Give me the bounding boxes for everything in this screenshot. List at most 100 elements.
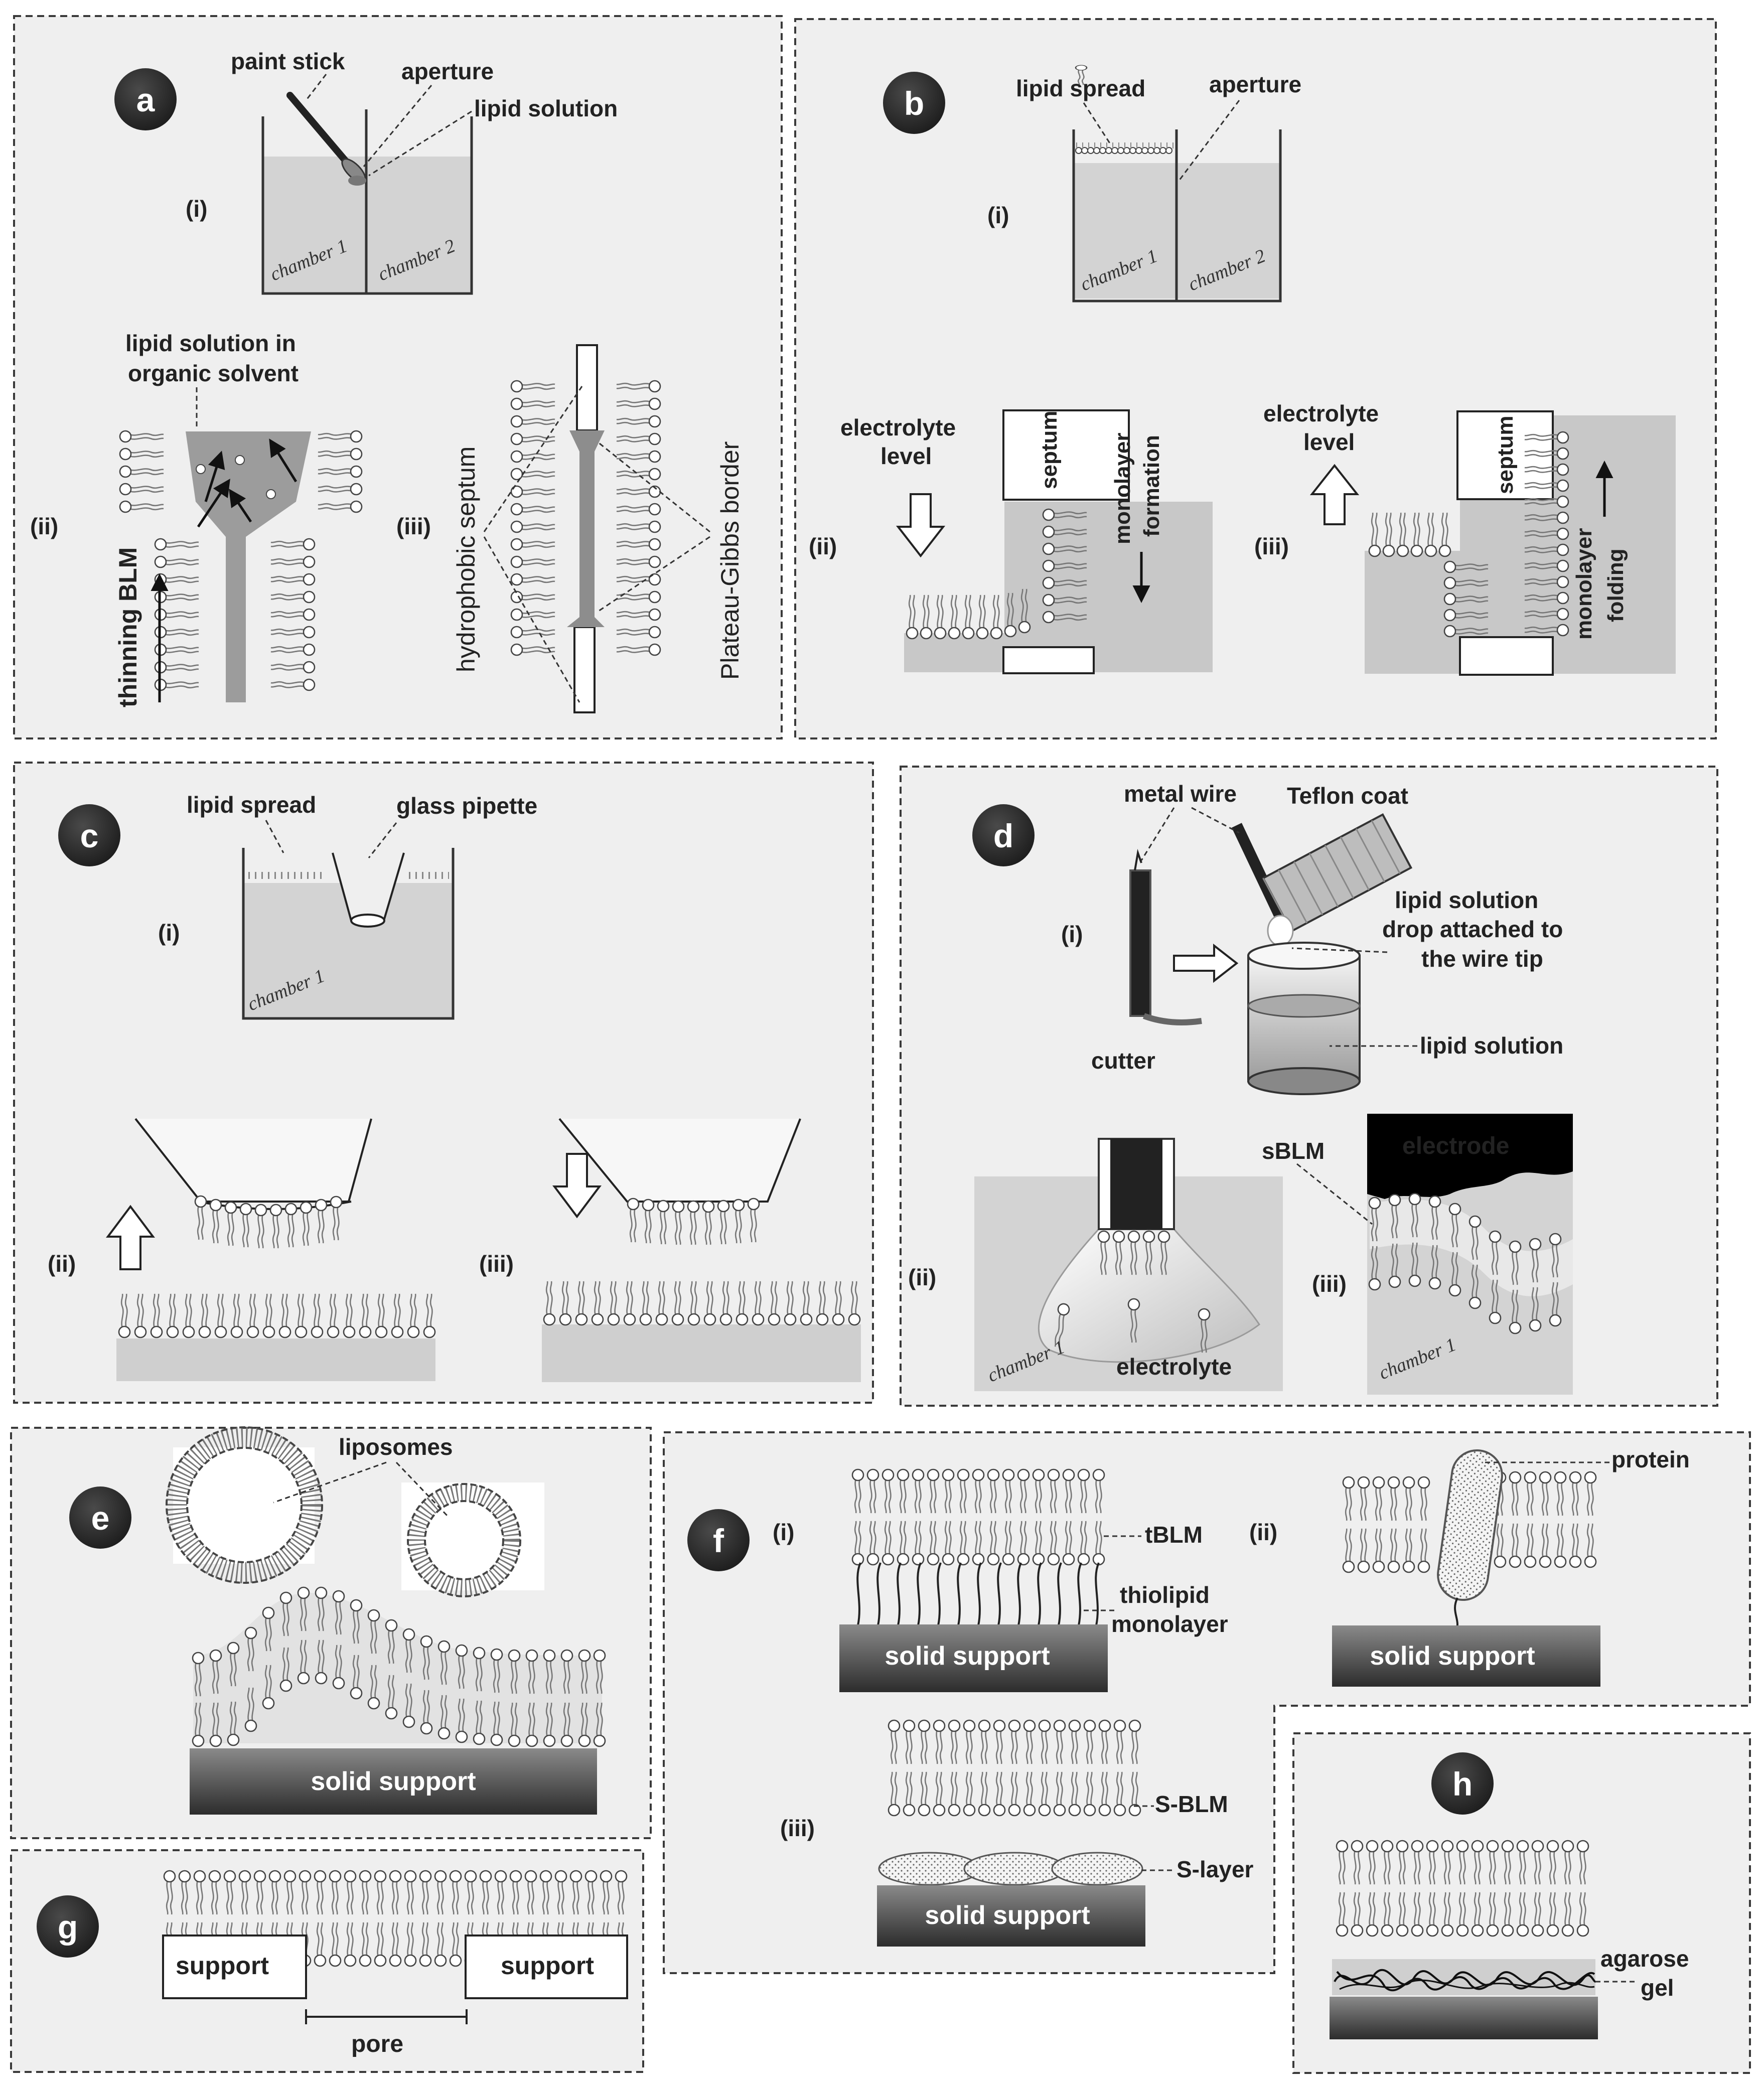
b-electrolyte-iii-line2: level: [1303, 429, 1355, 455]
badge-a: a: [114, 68, 177, 130]
d-step-i: metal wire Teflon coat lipid solution dr…: [1061, 781, 1563, 1095]
b-monolayer-formation: electrolyte level septum monolayer forma…: [809, 409, 1213, 674]
b-septum-label-iii: septum: [1493, 416, 1518, 494]
panel-h: h agarose gel: [1292, 1732, 1751, 2074]
c-sub-i: (i): [158, 920, 180, 946]
f-i-solid-support-label: solid support: [885, 1642, 1050, 1671]
down-arrow-icon: [896, 493, 946, 558]
f-protein-label: protein: [1611, 1446, 1690, 1472]
badge-f-label: f: [713, 1522, 724, 1559]
b-monolayer-formation-line2: formation: [1139, 435, 1164, 537]
a-lipid-solution-label: lipid solution: [474, 95, 618, 121]
f-iii-solid-support-label: solid support: [925, 1901, 1090, 1930]
f-ii-solid-support: [1332, 1625, 1600, 1687]
f-tblm: solid support tBLM thiolipid monolayer (…: [773, 1469, 1228, 1692]
b-monolayer-folding-line1: monolayer: [1572, 528, 1596, 640]
badge-b-label: b: [904, 85, 924, 122]
e-solid-support: [190, 1748, 597, 1815]
d-drop-line3: the wire tip: [1421, 946, 1543, 972]
d-sblm-label: sBLM: [1262, 1138, 1325, 1164]
h-agarose-line1: agarose: [1600, 1946, 1689, 1972]
f-slayer-label: S-layer: [1177, 1856, 1254, 1882]
wire-with-coat-icon: [1232, 823, 1287, 923]
metal-wire-icon: [1129, 869, 1151, 1017]
electrode-block: [1367, 1114, 1573, 1199]
badge-e-label: e: [91, 1500, 110, 1537]
d-metal-wire-label: metal wire: [1124, 781, 1237, 807]
d-sub-ii: (ii): [908, 1264, 936, 1290]
badge-g-label: g: [58, 1908, 78, 1946]
f-s-layer: solid support S-BLM S-layer (iii): [780, 1720, 1254, 1947]
e-solid-support-label: solid support: [311, 1767, 476, 1796]
b-sub-iii: (iii): [1254, 533, 1289, 559]
badge-h: h: [1431, 1752, 1494, 1815]
a-plateau-gibbs-label: Plateau-Gibbs border: [716, 441, 744, 680]
g-support-right: [465, 1934, 628, 1999]
protein-icon: [1437, 1449, 1503, 1601]
badge-a-label: a: [136, 81, 156, 118]
a-paint-stick-label: paint stick: [231, 48, 345, 74]
f-sub-i: (i): [773, 1519, 794, 1545]
b-monolayer-formation-line1: monolayer: [1110, 432, 1135, 544]
f-iii-solid-support: [877, 1885, 1145, 1947]
panel-e: e liposomes solid support: [10, 1426, 652, 1839]
c-step-ii: (ii): [48, 1118, 435, 1381]
a-lipid-organic-line2: organic solvent: [128, 360, 299, 386]
a-sub-ii: (ii): [30, 513, 58, 539]
badge-c: c: [58, 804, 120, 866]
panel-c: c chamber 1 lipid spread glass pipette (…: [13, 762, 874, 1404]
badge-d: d: [972, 804, 1035, 866]
pore-bracket: [305, 2009, 468, 2024]
f-ii-solid-support-label: solid support: [1370, 1642, 1535, 1671]
e-bilayer: [192, 1586, 606, 1746]
b-electrolyte-line2: level: [880, 443, 932, 469]
a-thinning-blm-label: thinning BLM: [114, 547, 142, 707]
cutter-icon: [1142, 1013, 1202, 1025]
b-electrolyte-line1: electrolyte: [840, 414, 956, 440]
c-step-iii: (iii): [479, 1118, 861, 1382]
liposome-large: [166, 1426, 323, 1584]
d-sub-iii: (iii): [1312, 1271, 1347, 1297]
a-chamber-diagram: chamber 1 chamber 2 paint stick aperture…: [186, 48, 618, 295]
d-drop-line2: drop attached to: [1382, 916, 1563, 942]
g-pore-label: pore: [351, 2031, 403, 2057]
panel-b: b chamber 1 chamber 2 lipid spread apert…: [794, 18, 1717, 739]
d-electrode-label: electrode: [1402, 1133, 1509, 1159]
beaker-icon: [1247, 955, 1361, 1082]
liposome-small: [401, 1482, 544, 1597]
b-electrolyte-iii-line1: electrolyte: [1263, 400, 1379, 426]
h-agarose-line2: gel: [1641, 1975, 1674, 2001]
badge-e: e: [69, 1486, 131, 1549]
aperture-drop: [348, 176, 366, 186]
badge-g: g: [37, 1895, 99, 1958]
badge-b: b: [883, 72, 945, 134]
badge-d-label: d: [993, 817, 1013, 854]
f-sblm-label: S-BLM: [1155, 1791, 1228, 1817]
b-monolayer-folding: electrolyte level septum monolayer foldi…: [1254, 400, 1676, 676]
agarose-gel-layer: [1332, 1959, 1596, 1995]
f-sub-iii: (iii): [780, 1815, 815, 1841]
a-sub-iii: (iii): [396, 513, 431, 539]
f-i-solid-support: [839, 1624, 1108, 1692]
c-sub-ii: (ii): [48, 1251, 76, 1277]
d-lipid-solution-label: lipid solution: [1420, 1032, 1563, 1059]
right-arrow-icon: [1173, 943, 1239, 983]
g-support-left: [162, 1934, 307, 1999]
f-protein: solid support protein (ii): [1249, 1446, 1690, 1687]
panel-d: d metal wire Teflon coat lipid solution …: [900, 766, 1718, 1407]
b-sub-i: (i): [987, 202, 1009, 228]
b-septum-label-ii: septum: [1037, 411, 1062, 489]
b-sub-ii: (ii): [809, 533, 837, 559]
d-step-iii: electrode sBLM chamber 1 (iii): [1262, 1114, 1573, 1395]
badge-c-label: c: [80, 817, 99, 854]
a-hydrophobic-septum-label: hydrophobic septum: [452, 446, 480, 672]
panel-a: a chamber 1 chamber 2 paint stick apertu…: [13, 15, 783, 739]
up-arrow-icon: [1309, 464, 1360, 525]
a-aperture-label: aperture: [401, 58, 494, 84]
c-lipid-spread-label: lipid spread: [187, 792, 316, 818]
c-chamber-diagram: chamber 1 lipid spread glass pipette (i): [158, 792, 537, 1020]
teflon-coat-icon: [1261, 813, 1413, 933]
panel-g: g support support pore: [10, 1849, 644, 2073]
b-chamber-diagram: chamber 1 chamber 2 lipid spread apertur…: [987, 64, 1301, 303]
